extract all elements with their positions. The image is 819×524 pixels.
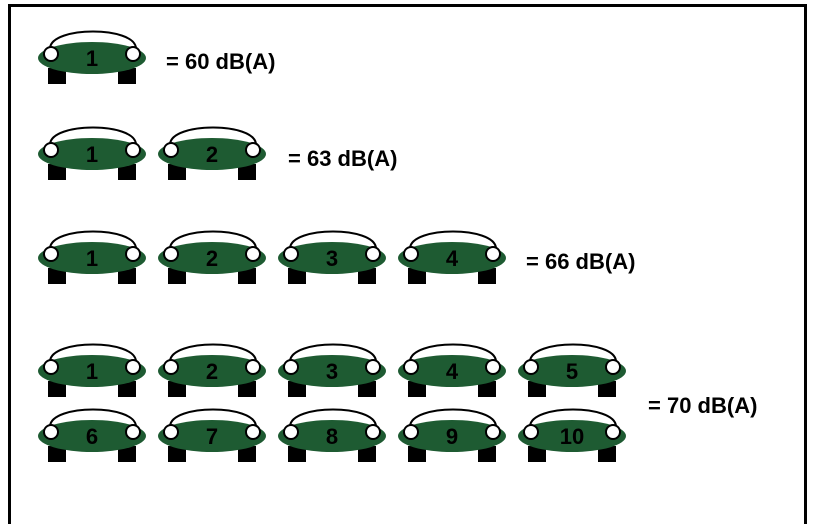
- car-number: 1: [85, 359, 99, 384]
- car-number: 1: [85, 246, 99, 271]
- car-1: 1: [38, 22, 150, 86]
- car-icon: [38, 230, 146, 284]
- car-number: 3: [325, 359, 339, 384]
- car-icon: [158, 408, 266, 462]
- car-number: 4: [445, 359, 459, 384]
- car-number: 2: [205, 359, 219, 384]
- car-10: 10: [518, 400, 630, 464]
- group-3-level-label: = 66 dB(A): [526, 249, 636, 274]
- car-7: 7: [158, 400, 270, 464]
- car-icon: [158, 343, 266, 397]
- car-1: 1: [38, 335, 150, 399]
- car-number: 2: [205, 142, 219, 167]
- car-3: 3: [278, 222, 390, 286]
- car-icon: [278, 408, 386, 462]
- car-icon: [518, 408, 626, 462]
- car-number: 10: [559, 424, 585, 449]
- car-number: 4: [445, 246, 459, 271]
- car-number: 1: [85, 142, 99, 167]
- car-icon: [38, 343, 146, 397]
- car-6: 6: [38, 400, 150, 464]
- car-9: 9: [398, 400, 510, 464]
- car-1: 1: [38, 118, 150, 182]
- car-icon: [38, 30, 146, 84]
- car-3: 3: [278, 335, 390, 399]
- car-icon: [38, 126, 146, 180]
- car-icon: [158, 126, 266, 180]
- car-number: 1: [85, 46, 99, 71]
- car-number: 7: [205, 424, 219, 449]
- group-4-level-label: = 70 dB(A): [648, 393, 758, 418]
- car-number: 5: [565, 359, 579, 384]
- car-icon: [278, 230, 386, 284]
- car-4: 4: [398, 335, 510, 399]
- car-icon: [278, 343, 386, 397]
- figure-frame: [8, 4, 807, 524]
- car-icon: [398, 343, 506, 397]
- group-2-level-label: = 63 dB(A): [288, 146, 398, 171]
- car-icon: [518, 343, 626, 397]
- car-icon: [38, 408, 146, 462]
- car-number: 2: [205, 246, 219, 271]
- car-number: 8: [325, 424, 339, 449]
- car-5: 5: [518, 335, 630, 399]
- car-number: 9: [445, 424, 459, 449]
- car-2: 2: [158, 335, 270, 399]
- car-number: 6: [85, 424, 99, 449]
- car-4: 4: [398, 222, 510, 286]
- car-2: 2: [158, 222, 270, 286]
- car-1: 1: [38, 222, 150, 286]
- group-1-level-label: = 60 dB(A): [166, 49, 276, 74]
- car-icon: [398, 230, 506, 284]
- car-icon: [158, 230, 266, 284]
- car-number: 3: [325, 246, 339, 271]
- car-2: 2: [158, 118, 270, 182]
- car-8: 8: [278, 400, 390, 464]
- car-icon: [398, 408, 506, 462]
